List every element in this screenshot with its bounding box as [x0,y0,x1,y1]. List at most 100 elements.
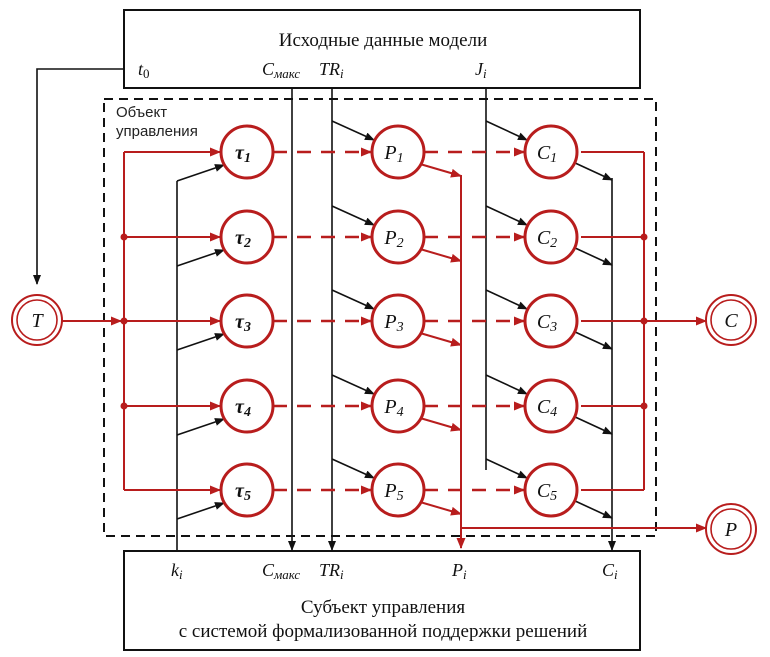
node-row: τ5 P5 C5 [124,458,644,520]
j-to-c-arrow [485,374,528,395]
p-to-pi-arrow [419,332,462,347]
j-to-c-arrow [485,120,528,141]
c-node-label: C5 [537,480,557,504]
p-node-circle [370,293,426,349]
junction-dot [640,317,648,325]
terminal-C-label: C [724,310,738,332]
c-node: C3 [523,293,579,349]
c-node: C4 [523,378,579,434]
tau-node: τ4 [219,378,275,434]
node-row: τ1 P1 C1 [124,120,644,182]
control-object-label-1: Объект [116,104,167,121]
control-subject-title-2: с системой формализованной поддержки реш… [179,621,588,642]
p-node: P5 [370,462,426,518]
label-cmax-bottom: Cмакс [262,560,300,582]
tau-node-circle [219,209,275,265]
tau-node-circle [219,124,275,180]
node-row: τ4 P4 C4 [124,374,644,436]
input-data-box: Исходные данные модели t0 Cмакс TRi Ji [123,9,641,89]
p-node-circle [370,124,426,180]
t0-to-T-line [33,68,124,285]
tau-node-label: τ5 [235,480,251,504]
p-node: P1 [370,124,426,180]
tr-to-p-arrow [331,120,375,141]
p-node-label: P4 [383,396,403,420]
c-to-ci-arrow [572,415,613,435]
c-node-label: C4 [537,396,557,420]
terminal-T-label: T [31,310,44,332]
c-node-circle [523,209,579,265]
label-t0: t0 [138,59,150,81]
tr-to-p-arrow [331,458,375,479]
tau-node: τ1 [219,124,275,180]
c-to-ci-arrow [572,499,613,519]
p-to-pi-arrow [419,501,462,516]
p-to-pi-arrow [419,248,462,263]
tr-to-p-arrow [331,205,375,226]
control-subject-box: ki Cмакс TRi Pi Ci Субъект управления с … [123,550,641,651]
p-node-label: P1 [383,142,403,166]
c-node: C2 [523,209,579,265]
tau-node: τ2 [219,209,275,265]
control-object-label-2: управления [116,123,198,140]
p-node: P3 [370,293,426,349]
p-node: P2 [370,209,426,265]
j-to-c-arrow [485,289,528,310]
bus-junction-dots [120,233,648,410]
node-row: τ2 P2 C2 [124,205,644,267]
j-to-c-arrow [485,458,528,479]
j-to-c-arrow [485,205,528,226]
label-ji: Ji [475,59,487,81]
tau-node: τ5 [219,462,275,518]
junction-dot [640,402,648,410]
p-node: P4 [370,378,426,434]
terminal-P-label: P [724,519,737,541]
input-data-title: Исходные данные модели [279,30,488,51]
p-node-circle [370,378,426,434]
tau-node-circle [219,293,275,349]
terminal-node-T: T [11,294,63,346]
c-node-circle [523,293,579,349]
label-pi: Pi [451,560,467,582]
control-object-box: Объект управления [103,98,657,537]
c-to-ci-arrow [572,161,613,181]
ki-to-tau-arrow [176,164,225,182]
label-tri-top: TRi [319,59,344,81]
control-subject-frame [123,550,641,651]
p-to-pi-arrow [419,163,462,178]
c-node-label: C1 [537,142,557,166]
p-node-label: P3 [383,311,403,335]
p-node-circle [370,462,426,518]
ki-to-tau-arrow [176,333,225,351]
terminal-node-C: C [705,294,757,346]
c-node-circle [523,462,579,518]
tau-node-circle [219,378,275,434]
control-object-frame [103,98,657,537]
p-node-label: P2 [383,227,403,251]
c-node-label: C3 [537,311,557,335]
p-node-circle [370,209,426,265]
c-to-ci-arrow [572,330,613,350]
c-node: C1 [523,124,579,180]
junction-dot [120,233,128,241]
tau-node: τ3 [219,293,275,349]
node-row: τ3 P3 C3 [124,289,644,351]
tr-to-p-arrow [331,374,375,395]
c-node-circle [523,124,579,180]
ki-to-tau-arrow [176,249,225,267]
c-node: C5 [523,462,579,518]
label-ki: ki [171,560,183,582]
tr-to-p-arrow [331,289,375,310]
label-tri-bottom: TRi [319,560,344,582]
c-to-ci-arrow [572,246,613,266]
junction-dot [120,402,128,410]
p-to-pi-arrow [419,417,462,432]
ki-to-tau-arrow [176,502,225,520]
input-data-box-frame [123,9,641,89]
node-rows: τ1 P1 C1 τ2 P2 C2 τ3 P3 C3 τ4 P4 C4 τ5 P5 C5 [124,120,644,520]
c-node-circle [523,378,579,434]
c-node-label: C2 [537,227,557,251]
tau-node-circle [219,462,275,518]
tau-node-label: τ1 [235,142,251,166]
